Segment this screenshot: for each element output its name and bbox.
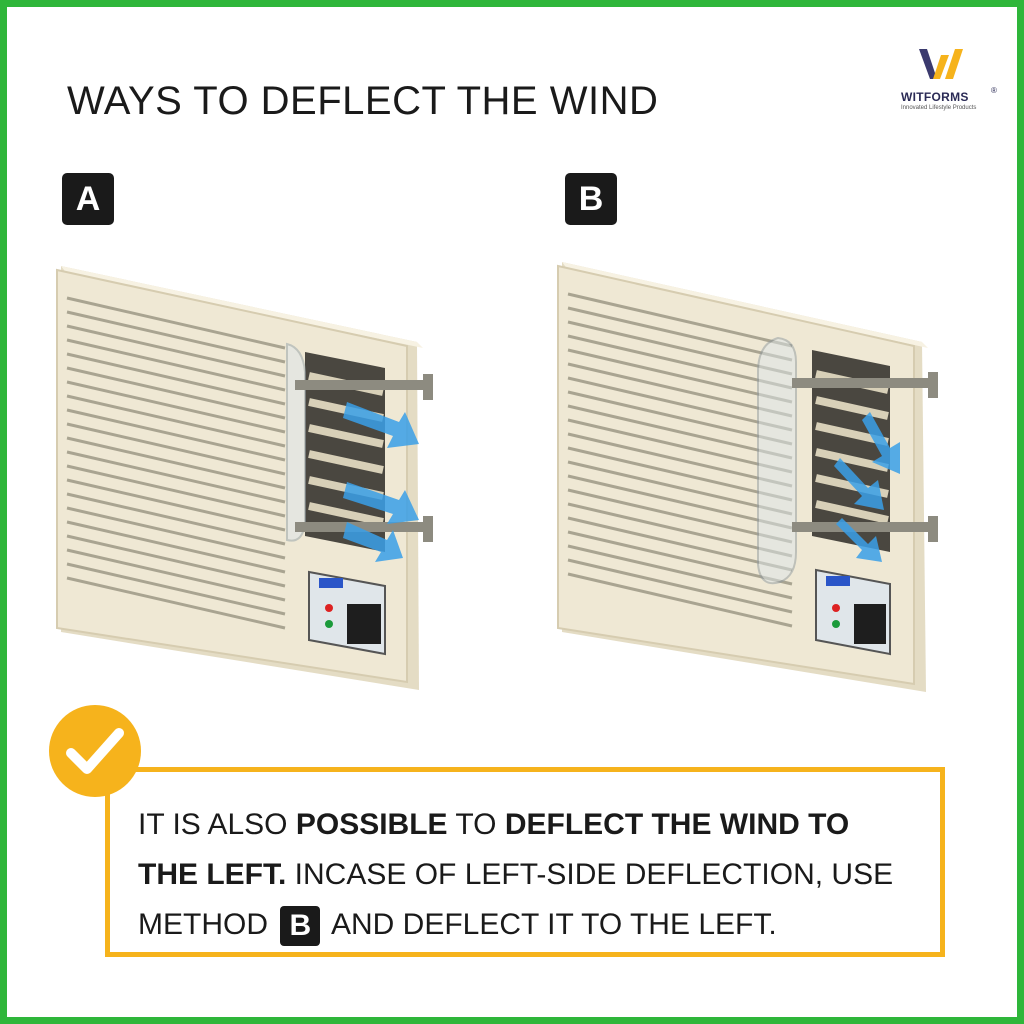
airflow-arrows-a [343, 402, 419, 562]
note-bold-deflect-left: DEFLECT THE WIND TO THE LEFT. [138, 808, 850, 891]
note-text-4: AND DEFLECT IT TO THE LEFT. [324, 908, 777, 941]
note-text-2: TO [447, 808, 505, 841]
method-b-inline-badge: B [280, 906, 321, 947]
brand-name: WITFORMS [901, 90, 969, 104]
note-text-1: IT IS ALSO [138, 808, 296, 841]
note-bold-possible: POSSIBLE [295, 808, 448, 841]
page-title: WAYS TO DEFLECT THE WIND [67, 79, 659, 123]
louvers-a [66, 296, 286, 630]
deflection-note: IT IS ALSO POSSIBLE TO DEFLECT THE WIND … [105, 767, 945, 957]
louvers-b [567, 292, 793, 628]
ac-unit-b-image [557, 262, 938, 692]
method-a-badge: A [62, 173, 114, 225]
airflow-arrows-b [834, 412, 900, 562]
method-b-badge: B [565, 173, 617, 225]
witforms-logo-icon [919, 49, 963, 79]
ac-unit-a-image [56, 266, 433, 690]
checkmark-circle-icon [49, 705, 141, 797]
brand-tagline: Innovated Lifestyle Products [901, 105, 977, 111]
note-text-3: INCASE OF LEFT-SIDE DEFLECTION, USE METH… [138, 858, 894, 941]
brand-registered-mark: ® [991, 86, 997, 95]
